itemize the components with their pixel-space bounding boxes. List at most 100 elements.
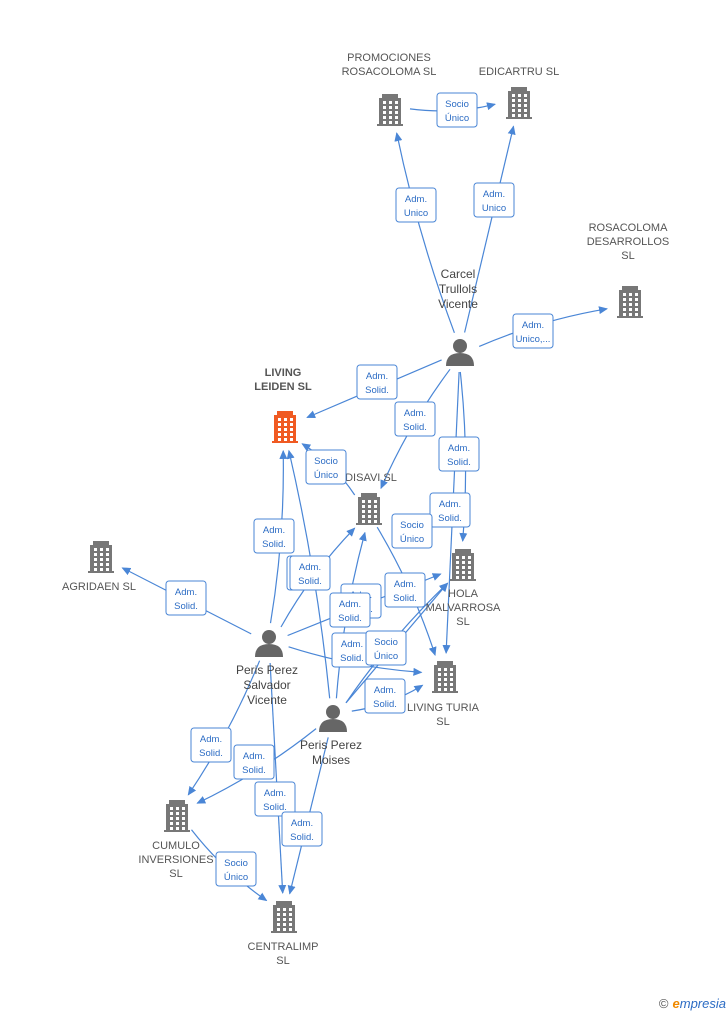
person-icon xyxy=(319,705,347,732)
relation-badge-peris_moises-to-cumulo[interactable]: Adm.Solid. xyxy=(364,678,406,714)
building-icon xyxy=(450,549,476,581)
relation-badge-carcel-to-promociones[interactable]: Adm.Unico xyxy=(395,187,437,223)
relation-badge-peris_salvador-to-living_leiden[interactable]: Adm.Solid. xyxy=(253,518,295,554)
building-icon xyxy=(272,411,298,443)
svg-text:Adm.Solid.: Adm.Solid. xyxy=(242,751,266,776)
empresia-logo-text: mpresia xyxy=(679,996,726,1011)
svg-text:Adm.Solid.: Adm.Solid. xyxy=(393,579,417,604)
svg-text:Adm.Solid.: Adm.Solid. xyxy=(199,734,223,759)
relation-badge-peris_moises-to-disavi[interactable]: Adm.Solid. xyxy=(329,592,371,628)
svg-text:Adm.Solid.: Adm.Solid. xyxy=(298,562,322,587)
person-icon xyxy=(255,630,283,657)
relation-badge-carcel-to-disavi[interactable]: Adm.Solid. xyxy=(394,401,436,437)
building-icon xyxy=(377,94,403,126)
relation-badge-peris_moises-to-living_leiden[interactable]: Adm.Solid. xyxy=(233,744,275,780)
relation-badge-peris_salvador-to-agridaen[interactable]: Adm.Solid. xyxy=(165,580,207,616)
company-node-edicartru[interactable]: EDICARTRU SL xyxy=(479,66,559,119)
relation-badge-peris_salvador-to-centralimp[interactable]: Adm.Solid. xyxy=(254,781,296,817)
relation-edge-carcel-to-edicartru xyxy=(464,125,516,333)
svg-text:Adm.Unico: Adm.Unico xyxy=(482,189,506,214)
svg-text:Adm.Solid.: Adm.Solid. xyxy=(403,408,427,433)
svg-text:Adm.Unico,...: Adm.Unico,... xyxy=(516,320,551,345)
relation-badge-carcel-to-living_turia[interactable]: Adm.Solid. xyxy=(429,492,471,528)
svg-text:Adm.Solid.: Adm.Solid. xyxy=(438,499,462,524)
empresia-logo-initial: e xyxy=(672,996,680,1011)
svg-text:EDICARTRU SL: EDICARTRU SL xyxy=(479,66,559,78)
relation-badge-carcel-to-rosacoloma_des[interactable]: Adm.Unico,... xyxy=(512,313,554,349)
building-icon xyxy=(164,800,190,832)
company-node-disavi[interactable]: DISAVI SL xyxy=(345,472,397,525)
svg-text:Adm.Solid.: Adm.Solid. xyxy=(365,371,389,396)
svg-text:Adm.Solid.: Adm.Solid. xyxy=(338,599,362,624)
company-label: EDICARTRU SL xyxy=(479,66,559,78)
company-label: DISAVI SL xyxy=(345,472,397,484)
relation-badge-peris_moises-to-living_turia[interactable]: Adm.Solid. xyxy=(384,572,426,608)
relation-badge-peris_moises-to-centralimp[interactable]: Adm.Solid. xyxy=(281,811,323,847)
relation-badge-peris_moises-to-hola_malvarrosa[interactable]: Adm.Solid. xyxy=(289,555,331,591)
svg-text:Adm.Solid.: Adm.Solid. xyxy=(263,788,287,813)
relation-edge-carcel-to-promociones xyxy=(394,132,455,334)
relation-edge-peris_salvador-to-centralimp xyxy=(269,662,287,894)
person-icon xyxy=(446,339,474,366)
empresia-watermark[interactable]: ©empresia xyxy=(659,996,726,1011)
svg-text:Adm.Solid.: Adm.Solid. xyxy=(447,443,471,468)
svg-text:DISAVI SL: DISAVI SL xyxy=(345,472,397,484)
relation-badge-peris_salvador-to-cumulo[interactable]: Adm.Solid. xyxy=(190,727,232,763)
building-icon xyxy=(271,901,297,933)
building-icon xyxy=(432,661,458,693)
svg-text:Adm.Solid.: Adm.Solid. xyxy=(174,587,198,612)
svg-text:Adm.Solid.: Adm.Solid. xyxy=(340,639,364,664)
relation-badge-carcel-to-hola_malvarrosa[interactable]: Adm.Solid. xyxy=(438,436,480,472)
relation-badge-carcel-to-edicartru[interactable]: Adm.Unico xyxy=(473,182,515,218)
company-node-agridaen[interactable]: AGRIDAEN SL xyxy=(62,541,136,593)
svg-text:Adm.Solid.: Adm.Solid. xyxy=(262,525,286,550)
copyright-icon: © xyxy=(658,996,669,1011)
building-icon xyxy=(88,541,114,573)
company-label: AGRIDAEN SL xyxy=(62,581,136,593)
relation-badge-carcel-to-living_leiden[interactable]: Adm.Solid. xyxy=(356,364,398,400)
building-icon xyxy=(356,493,382,525)
svg-text:Adm.Unico: Adm.Unico xyxy=(404,194,428,219)
